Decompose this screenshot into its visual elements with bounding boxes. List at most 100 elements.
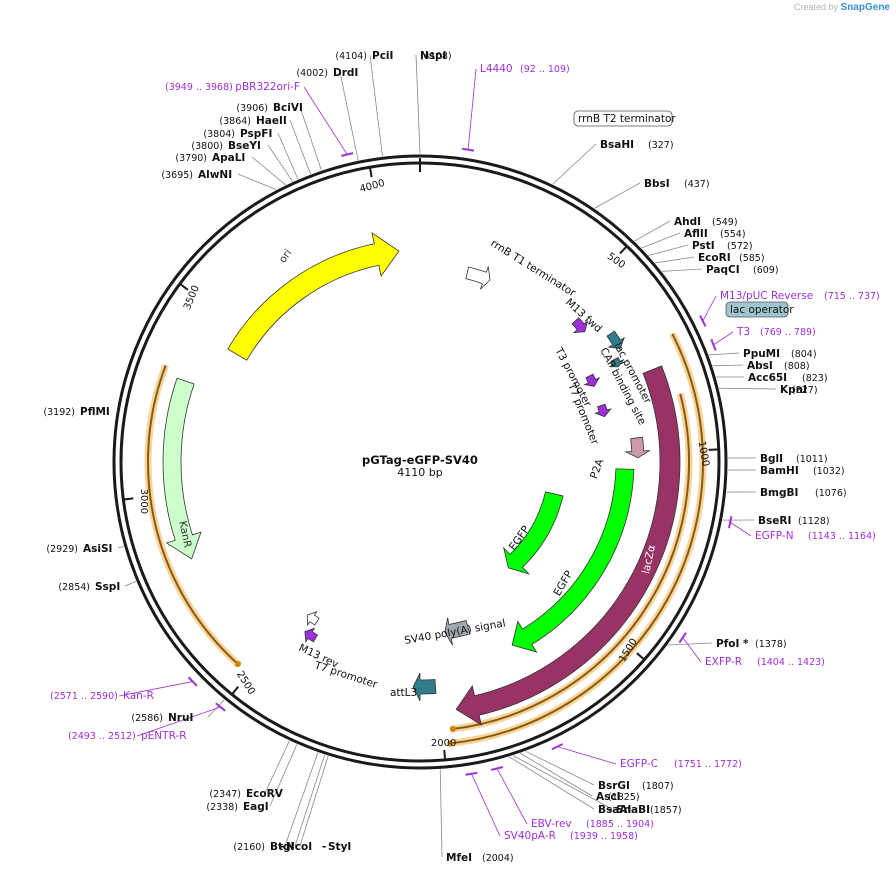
feature-label-p2a-5: P2A [588, 457, 606, 481]
tick-3500 [179, 283, 189, 291]
enzyme-pfoi: PfoI * [716, 638, 749, 650]
tick-label-500: 500 [605, 251, 627, 271]
leader-ppumi [708, 352, 740, 356]
enzyme-pos-alwni: (3695) [161, 170, 193, 181]
leader-ecorv [264, 740, 290, 794]
leader-paqci [661, 268, 703, 272]
enzyme-snabi: SnaBI [616, 804, 650, 816]
primer-range-sv40pa-r: (1939 .. 1958) [570, 831, 638, 842]
enzyme-pos-psti: (572) [727, 241, 753, 252]
primer-leader-exfp-r [682, 637, 702, 663]
tick-label-1000: 1000 [696, 440, 711, 467]
enzyme-pcii: PciI [372, 50, 393, 62]
primer-t3: T3 [736, 326, 750, 338]
feature-label-rrnb-t1-terminator-8: rrnB T1 terminator [488, 237, 578, 299]
feature-lac-promoter-10[interactable] [606, 330, 625, 349]
coordinate-ticks [123, 167, 719, 761]
plasmid-name: pGTag-eGFP-SV40 [362, 453, 478, 467]
enzyme-haeii: HaeII [256, 115, 287, 127]
orange-arc-lacz-inner [450, 393, 690, 731]
orange-arc-end-2 [449, 725, 456, 732]
feature-rrnb-t1-terminator-8[interactable] [465, 266, 491, 290]
primer-range-pentr-r: (2493 .. 2512) [68, 731, 136, 742]
enzyme-pos-bbsi: (437) [684, 179, 710, 190]
enzyme-pos-snabi: (1857) [650, 805, 682, 816]
leader-bsaai [508, 756, 595, 810]
enzyme-ecori: EcoRI [698, 252, 731, 264]
orange-feature-arcs [144, 332, 707, 748]
enzyme-paqci: PaqCI [706, 264, 740, 276]
feature-kanr-1[interactable] [162, 377, 202, 560]
enzyme-aflii: AflII [684, 228, 708, 240]
tick-label-2000: 2000 [431, 738, 456, 749]
leader-aflii [641, 232, 681, 249]
enzyme-pos-drdi: (4002) [296, 68, 328, 79]
feature-sv40-poly-a-signal-7[interactable] [444, 617, 471, 646]
snapgene-logo[interactable]: SnapGene [840, 2, 890, 13]
leader-pcii [369, 54, 383, 157]
enzyme-pos-haeii: (3864) [219, 116, 251, 127]
feature-t7-promoter-13[interactable] [594, 403, 612, 418]
feature-attl3-6[interactable] [412, 672, 437, 702]
enzyme-pos-asisi: (2929) [46, 544, 78, 555]
boxed-lac-operator: lac operator [730, 304, 794, 316]
feature-egfp-3[interactable] [511, 468, 635, 653]
boxed-lac-operator-bg [725, 301, 789, 318]
leader-bsrgi [525, 750, 595, 786]
primer-range-ebv-rev: (1885 .. 1904) [586, 819, 654, 830]
primer-range-egfp-c: (1751 .. 1772) [674, 759, 742, 770]
enzyme-bseri: BseRI [758, 515, 791, 527]
leader-ahdi [634, 220, 671, 242]
orange-arc-end-0 [447, 740, 454, 747]
leader-bseyi [267, 144, 293, 182]
primer-range-kan-r: (2571 .. 2590) [50, 691, 118, 702]
primer-range-l4440: (92 .. 109) [520, 64, 570, 75]
enzyme-nspi: NspI [420, 50, 446, 62]
enzyme-ppumi: PpuMI [743, 348, 780, 360]
feature-p2a-5[interactable] [624, 436, 650, 459]
primer-leader-t3 [713, 331, 734, 346]
tick-2500 [231, 686, 239, 696]
enzyme-pos-bamhi: (1032) [813, 466, 845, 477]
primer-egfp-n: EGFP-N [755, 530, 794, 542]
leader-pfoi [667, 642, 713, 646]
leader-bcivi [299, 106, 322, 171]
primer-leader-pbr322ori-f [303, 86, 348, 155]
enzyme-pos-absi: (808) [784, 361, 810, 372]
enzyme-bsahi: BsaHI [600, 139, 634, 151]
enzyme-pspfi: PspFI [240, 128, 272, 140]
feature-egfp-2[interactable] [502, 491, 564, 575]
feature-label-kanr-1: KanR [176, 520, 193, 549]
feature-m13-fwd-9[interactable] [571, 317, 589, 334]
leader-bsahi [552, 143, 597, 185]
feature-lacz-4[interactable] [455, 365, 681, 726]
feature-cap-binding-site-11[interactable] [609, 356, 624, 368]
primer-marks [118, 68, 752, 837]
enzyme-joiner-ncoi: - [280, 841, 284, 853]
feature-t7-promoter-15[interactable] [306, 611, 320, 627]
leader-pspfi [277, 132, 299, 180]
leader-lines [116, 54, 777, 858]
leader-eagi [269, 744, 298, 807]
leader-bbsi [594, 182, 641, 209]
enzyme-mfei: MfeI [446, 852, 472, 864]
primer-range-m13-puc-reverse: (715 .. 737) [824, 291, 880, 302]
enzyme-pflmi: PflMI [80, 406, 110, 418]
enzyme-styi: StyI [328, 841, 351, 853]
leader-mfei [439, 769, 443, 858]
primer-ebv-rev: EBV-rev [531, 818, 572, 830]
feature-ori-0[interactable] [227, 232, 400, 361]
feature-t3-promoter-12[interactable] [583, 373, 601, 387]
tick-label-4000: 4000 [359, 178, 386, 195]
feature-m13-rev-14[interactable] [304, 627, 319, 644]
enzyme-pos-sspi: (2854) [58, 582, 90, 593]
enzyme-pos-bmgbi: (1076) [815, 488, 847, 499]
enzyme-pos-paqci: (609) [753, 265, 779, 276]
feature-label-lacz-4: lacZα [640, 544, 658, 575]
leader-nspi [415, 54, 421, 155]
enzyme-pos-nspi: (4108) [420, 51, 452, 62]
leader-snabi [512, 755, 613, 810]
enzyme-joiner-snabi: - [608, 804, 612, 816]
